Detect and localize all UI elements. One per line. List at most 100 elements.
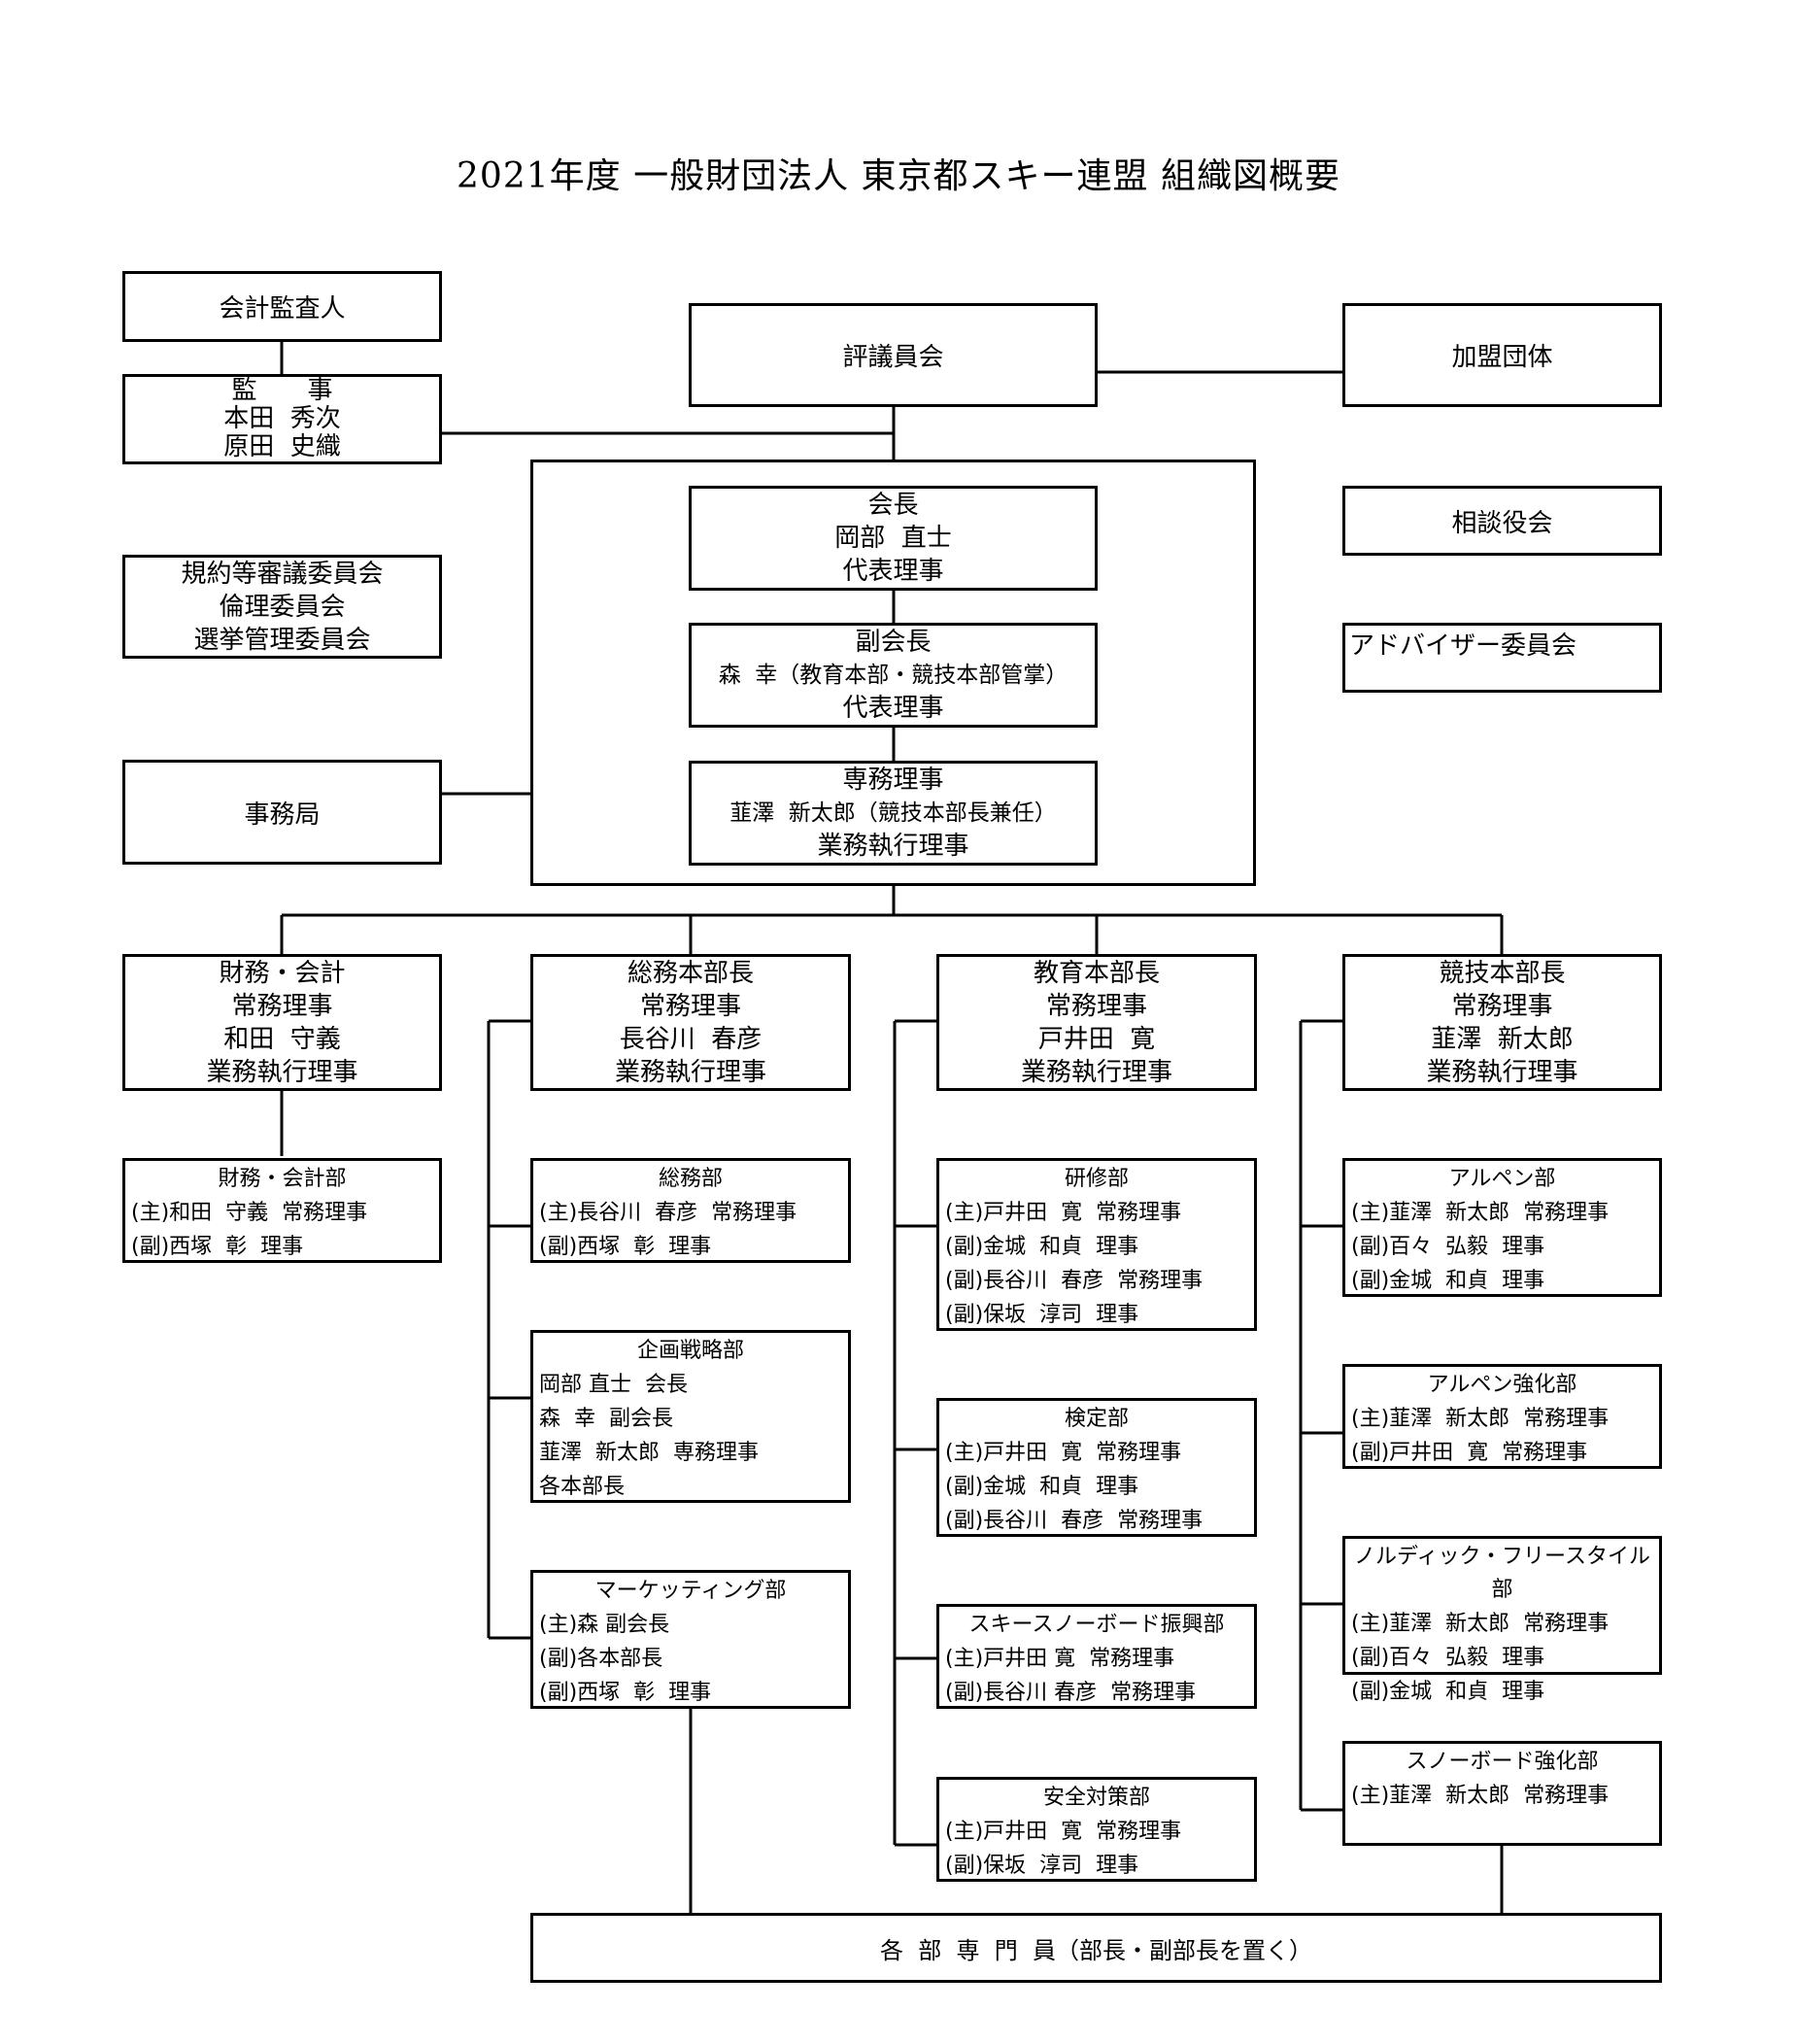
- certification-dept-box: 検定部 (主)戸井田 寛 常務理事 (副)金城 和貞 理事 (副)長谷川 春彦 …: [936, 1398, 1257, 1537]
- dept-member: (主)韮澤 新太郎 常務理事: [1351, 1612, 1610, 1636]
- education-head-rank: 常務理事: [1045, 991, 1147, 1021]
- committees-box: 規約等審議委員会 倫理委員会 選挙管理委員会: [122, 555, 442, 659]
- executive-director-box: 専務理事 韮澤 新太郎（競技本部長兼任） 業務執行理事: [689, 761, 1098, 866]
- president-title: 会長: [867, 491, 919, 520]
- general-affairs-head-name: 長谷川 春彦: [619, 1024, 763, 1054]
- dept-member: (主)戸井田 寛 常務理事: [945, 1441, 1182, 1465]
- dept-member: (副)長谷川 春彦 常務理事: [945, 1681, 1197, 1705]
- dept-member: (副)西塚 彰 理事: [539, 1681, 712, 1705]
- finance-dept-header: 財務・会計部: [218, 1167, 347, 1191]
- advisory-committee-box: アドバイザー委員会: [1342, 623, 1662, 693]
- dept-member: 森 幸 副会長: [539, 1407, 673, 1431]
- accounting-auditor-label: 会計監査人: [219, 294, 346, 324]
- general-affairs-head-role: 業務執行理事: [614, 1057, 766, 1087]
- planning-dept-box: 企画戦略部 岡部 直士 会長 森 幸 副会長 韮澤 新太郎 専務理事 各本部長: [530, 1330, 851, 1503]
- accounting-auditor-box: 会計監査人: [122, 271, 442, 342]
- committee-label: 選挙管理委員会: [193, 625, 371, 655]
- alpine-strength-dept-box: アルペン強化部 (主)韮澤 新太郎 常務理事 (副)戸井田 寛 常務理事: [1342, 1364, 1662, 1469]
- marketing-dept-header: マーケッティング部: [594, 1579, 787, 1603]
- member-groups-box: 加盟団体: [1342, 303, 1662, 407]
- general-dept-header: 総務部: [658, 1167, 723, 1191]
- safety-dept-box: 安全対策部 (主)戸井田 寛 常務理事 (副)保坂 淳司 理事: [936, 1777, 1257, 1882]
- committee-label: 倫理委員会: [219, 592, 346, 622]
- auditor-name: 本田 秀次: [223, 404, 341, 433]
- dept-member: 岡部 直士 会長: [539, 1373, 688, 1397]
- page-title: 2021年度 一般財団法人 東京都スキー連盟 組織図概要: [457, 156, 1340, 196]
- certification-dept-header: 検定部: [1064, 1407, 1129, 1431]
- vice-president-role: 代表理事: [842, 694, 944, 723]
- alpine-strength-dept-header: アルペン強化部: [1427, 1373, 1577, 1397]
- dept-member: (主)森 副会長: [539, 1613, 670, 1637]
- dept-member: (副)百々 弘毅 理事: [1351, 1646, 1545, 1670]
- executive-director-role: 業務執行理事: [817, 832, 969, 861]
- alpine-dept-box: アルペン部 (主)韮澤 新太郎 常務理事 (副)百々 弘毅 理事 (副)金城 和…: [1342, 1158, 1662, 1297]
- dept-member: (主)韮澤 新太郎 常務理事: [1351, 1784, 1610, 1808]
- council-box: 評議員会: [689, 303, 1098, 407]
- dept-member: (副)長谷川 春彦 常務理事: [945, 1269, 1204, 1293]
- finance-head-name: 和田 守義: [223, 1024, 341, 1054]
- dept-member: (副)長谷川 春彦 常務理事: [945, 1509, 1204, 1533]
- advisors-label: 相談役会: [1451, 508, 1553, 538]
- finance-head-title: 財務・会計: [219, 958, 346, 988]
- executive-director-title: 専務理事: [842, 766, 944, 795]
- finance-dept-box: 財務・会計部 (主)和田 守義 常務理事 (副)西塚 彰 理事: [122, 1158, 442, 1263]
- dept-member: (主)和田 守義 常務理事: [131, 1201, 368, 1225]
- dept-member: (副)西塚 彰 理事: [539, 1235, 712, 1259]
- dept-member: (副)金城 和貞 理事: [945, 1475, 1139, 1499]
- planning-dept-header: 企画戦略部: [636, 1339, 744, 1363]
- dept-member: (副)金城 和貞 理事: [1351, 1680, 1545, 1704]
- promotion-dept-header: スキースノーボード振興部: [968, 1613, 1225, 1637]
- general-affairs-head-title: 総務本部長: [627, 958, 754, 988]
- safety-dept-header: 安全対策部: [1042, 1786, 1150, 1810]
- competition-head-name: 韮澤 新太郎: [1431, 1024, 1574, 1054]
- vice-president-title: 副会長: [855, 628, 932, 657]
- executive-director-name: 韮澤 新太郎（競技本部長兼任）: [729, 801, 1057, 826]
- promotion-dept-box: スキースノーボード振興部 (主)戸井田 寛 常務理事 (副)長谷川 春彦 常務理…: [936, 1604, 1257, 1709]
- committee-label: 規約等審議委員会: [181, 559, 384, 589]
- education-head-box: 教育本部長 常務理事 戸井田 寛 業務執行理事: [936, 954, 1257, 1091]
- general-affairs-head-rank: 常務理事: [639, 991, 741, 1021]
- advisory-committee-label: アドバイザー委員会: [1349, 631, 1577, 661]
- president-box: 会長 岡部 直士 代表理事: [689, 486, 1098, 591]
- finance-head-rank: 常務理事: [231, 991, 333, 1021]
- dept-member: (主)韮澤 新太郎 常務理事: [1351, 1201, 1610, 1225]
- secretariat-label: 事務局: [244, 800, 321, 830]
- training-dept-header: 研修部: [1064, 1167, 1129, 1191]
- snowboard-dept-header: スノーボード強化部: [1406, 1750, 1599, 1774]
- dept-member: (副)各本部長: [539, 1647, 663, 1671]
- finance-head-box: 財務・会計 常務理事 和田 守義 業務執行理事: [122, 954, 442, 1091]
- president-role: 代表理事: [842, 557, 944, 586]
- education-head-role: 業務執行理事: [1020, 1057, 1172, 1087]
- dept-member: 各本部長: [539, 1475, 626, 1499]
- specialists-label: 各 部 専 門 員（部長・副部長を置く）: [879, 1936, 1313, 1964]
- dept-member: (主)戸井田 寛 常務理事: [945, 1820, 1182, 1844]
- president-name: 岡部 直士: [834, 524, 952, 553]
- member-groups-label: 加盟団体: [1451, 343, 1553, 372]
- nordic-dept-box: ノルディック・フリースタイル部 (主)韮澤 新太郎 常務理事 (副)百々 弘毅 …: [1342, 1536, 1662, 1704]
- dept-member: (副)保坂 淳司 理事: [945, 1854, 1139, 1878]
- vice-president-box: 副会長 森 幸（教育本部・競技本部管掌） 代表理事: [689, 623, 1098, 728]
- competition-head-role: 業務執行理事: [1426, 1057, 1578, 1087]
- general-affairs-head-box: 総務本部長 常務理事 長谷川 春彦 業務執行理事: [530, 954, 851, 1091]
- auditor-name: 原田 史織: [223, 432, 341, 461]
- auditors-title: 監 事: [231, 376, 333, 405]
- council-label: 評議員会: [842, 343, 944, 372]
- executive-board-frame: [530, 460, 1256, 886]
- marketing-dept-box: マーケッティング部 (主)森 副会長 (副)各本部長 (副)西塚 彰 理事: [530, 1570, 851, 1709]
- vice-president-name: 森 幸（教育本部・競技本部管掌）: [718, 663, 1068, 688]
- dept-member: 韮澤 新太郎 専務理事: [539, 1441, 759, 1465]
- dept-member: (副)百々 弘毅 理事: [1351, 1235, 1545, 1259]
- dept-member: (副)金城 和貞 理事: [1351, 1269, 1545, 1293]
- dept-member: (主)戸井田 寛 常務理事: [945, 1647, 1175, 1671]
- general-dept-box: 総務部 (主)長谷川 春彦 常務理事 (副)西塚 彰 理事: [530, 1158, 851, 1263]
- education-head-name: 戸井田 寛: [1037, 1024, 1156, 1054]
- finance-head-role: 業務執行理事: [206, 1057, 358, 1087]
- advisors-box: 相談役会: [1342, 486, 1662, 556]
- dept-member: (主)戸井田 寛 常務理事: [945, 1201, 1182, 1225]
- dept-member: (副)金城 和貞 理事: [945, 1235, 1139, 1259]
- dept-member: (副)保坂 淳司 理事: [945, 1303, 1139, 1327]
- competition-head-rank: 常務理事: [1451, 991, 1553, 1021]
- snowboard-dept-box: スノーボード強化部 (主)韮澤 新太郎 常務理事: [1342, 1741, 1662, 1846]
- dept-member: (副)戸井田 寛 常務理事: [1351, 1441, 1588, 1465]
